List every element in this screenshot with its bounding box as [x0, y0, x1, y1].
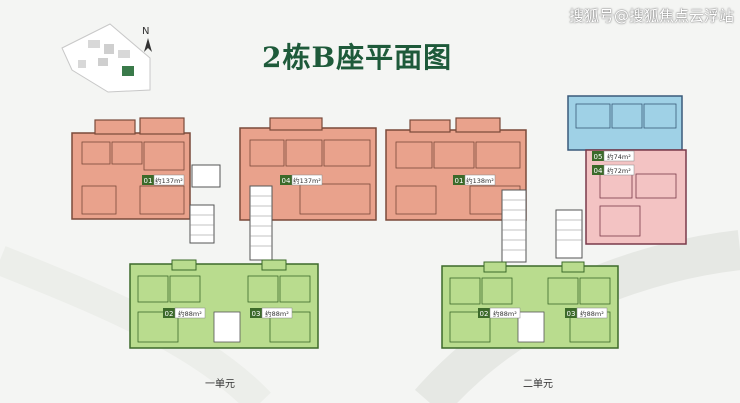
unit-no: 02 — [480, 310, 489, 318]
unit-02-03-block-left — [129, 263, 319, 349]
site-key-plan — [61, 23, 151, 93]
watermark-text: 搜狐号@搜狐焦点云浮站 — [568, 7, 734, 25]
unit-no: 02 — [165, 310, 174, 318]
unit-tag: 03 约88m² — [565, 307, 608, 319]
unit-area: 约137m² — [155, 176, 183, 185]
north-arrow-icon — [144, 38, 152, 52]
core-stair-right — [501, 189, 527, 263]
page-title: 2栋B座平面图 — [262, 41, 453, 74]
compass-label: N — [142, 26, 150, 37]
unit-area: 约137m² — [293, 176, 321, 185]
unit-no: 01 — [144, 177, 153, 185]
unit-tag: 02 约88m² — [478, 307, 521, 319]
unit-tag: 01 约137m² — [142, 174, 185, 186]
unit-area: 约88m² — [178, 309, 202, 318]
unit-05-block — [567, 95, 683, 151]
unit-area: 约138m² — [466, 176, 494, 185]
unit-tags: 01 约137m² 04 约137m² 01 约138m² 05 约74m² 0… — [142, 150, 635, 319]
unit-tag: 04 约137m² — [280, 174, 323, 186]
unit-area: 约88m² — [265, 309, 289, 318]
unit-area: 约88m² — [580, 309, 604, 318]
core-left-elevator — [189, 204, 215, 244]
unit-area: 约74m² — [607, 152, 631, 161]
bottom-row-units — [129, 259, 619, 349]
unit-no: 05 — [594, 153, 603, 161]
unit-tag: 02 约88m² — [163, 307, 206, 319]
unit-tag: 04 约72m² — [592, 164, 635, 176]
core-stair-left — [249, 185, 273, 261]
unit-area: 约72m² — [607, 166, 631, 175]
unit-area: 约88m² — [493, 309, 517, 318]
unit-tag: 01 约138m² — [453, 174, 496, 186]
unit-no: 04 — [594, 167, 603, 175]
section-label-unit2: 二单元 — [523, 379, 553, 390]
unit-tag: 05 约74m² — [592, 150, 635, 162]
unit-tag: 03 约88m² — [250, 307, 293, 319]
section-label-unit1: 一单元 — [205, 379, 235, 390]
unit-no: 01 — [455, 177, 464, 185]
unit-no: 03 — [567, 310, 576, 318]
unit-no: 04 — [282, 177, 291, 185]
unit-no: 03 — [252, 310, 261, 318]
